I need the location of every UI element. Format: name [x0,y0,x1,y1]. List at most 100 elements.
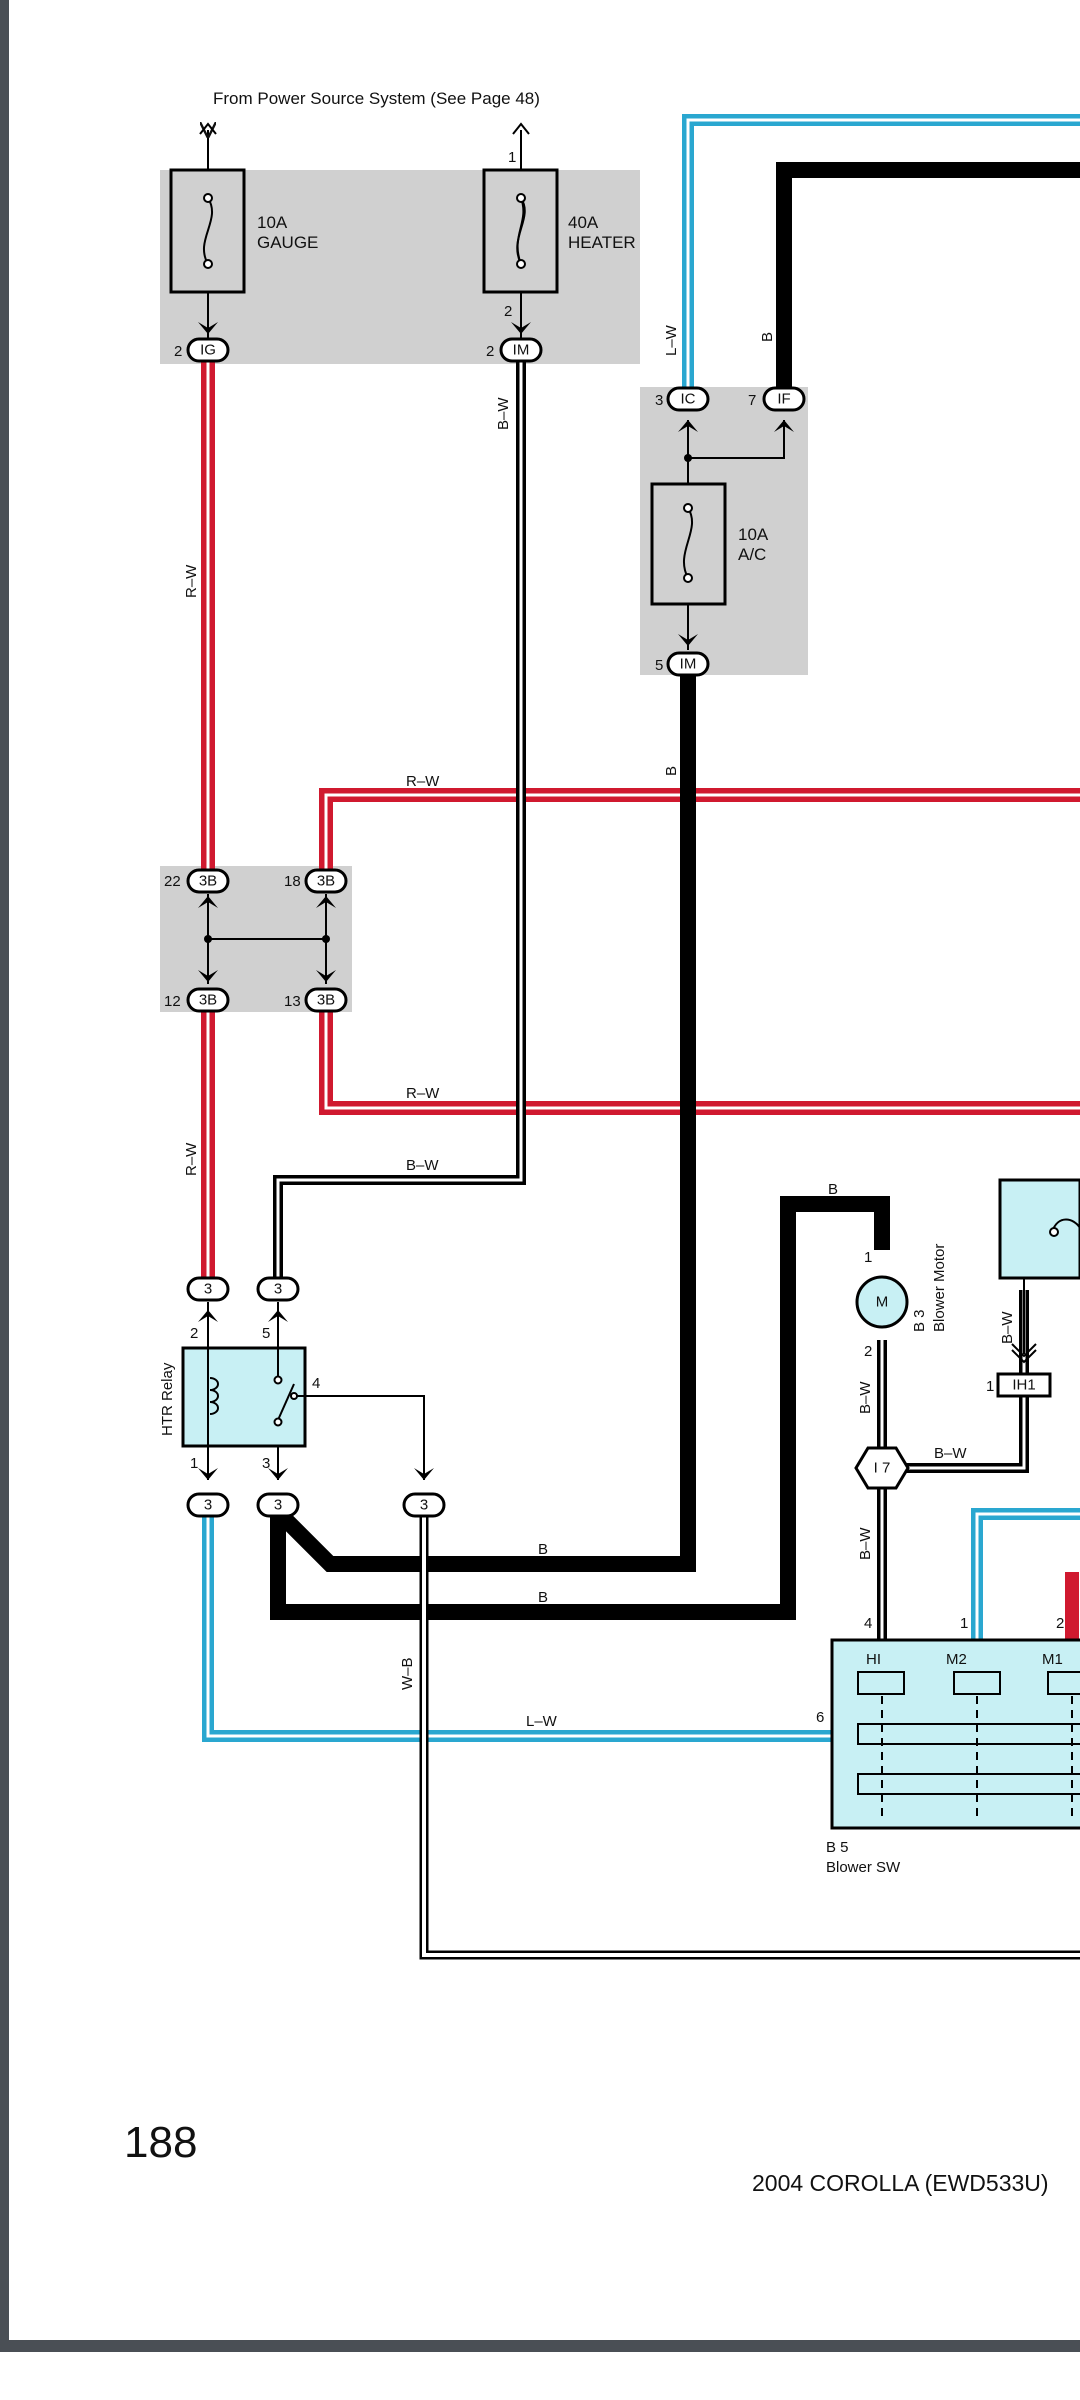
wire-label-lw-2: L–W [526,1713,558,1730]
blower-sw-pin-m2: 1 [960,1615,968,1632]
relay-pin-4: 4 [312,1375,320,1392]
page-left-border [0,0,9,2352]
wire-label-b-4: B [538,1541,548,1558]
blower-sw-pos-m2: M2 [946,1651,967,1668]
connector-ig-label: IG [200,342,216,359]
wire-b-ac [274,672,696,1572]
connector-ih1 [996,1178,1080,1398]
connector-if-pin: 7 [748,392,756,409]
fuse-heater [482,122,559,340]
fuse-ac-amp: 10A [738,525,769,544]
relay-conn-c: 3 [204,1497,212,1514]
junction-pin-22: 22 [164,873,181,890]
blower-motor-pin1: 1 [864,1249,872,1266]
connector-if-label: IF [777,391,790,408]
wire-rw-loop-top [319,788,1080,870]
connector-ic-label: IC [681,391,696,408]
connector-ih1-pin: 1 [986,1378,994,1395]
wire-label-wb: W–B [399,1657,416,1690]
wire-relay-pin4 [306,1395,425,1480]
relay-pin-2: 2 [190,1325,198,1342]
connector-im-ac-pin: 5 [655,657,663,674]
document-title: 2004 COROLLA (EWD533U) [752,2170,1049,2196]
junction-3b-label-a: 3B [199,873,217,890]
junction-pin-12: 12 [164,993,181,1010]
connector-ic [666,386,710,412]
relay-conn-d: 3 [274,1497,282,1514]
wire-label-b-3: B [828,1181,838,1198]
viewer-bottom-area [0,2352,1080,2400]
wire-lw-m2 [971,1508,1080,1640]
blower-motor-symbol: M [876,1294,889,1311]
fuse-heater-pin-top: 1 [508,149,516,166]
connector-ic-pin: 3 [655,392,663,409]
blower-sw-code: B 5 [826,1839,849,1856]
connector-im-heater-label: IM [513,342,530,359]
blower-motor-pin2: 2 [864,1343,872,1360]
junction-3b-label-c: 3B [199,992,217,1009]
fuse-heater-name: HEATER [568,233,636,252]
wire-label-rw-3: R–W [406,1085,440,1102]
blower-sw-name: Blower SW [826,1859,901,1876]
wire-lw-top [682,114,1080,398]
connector-ig-pin: 2 [174,343,182,360]
wire-label-bw-4: B–W [857,1527,874,1560]
wire-lw-bottom [202,1508,832,1742]
wire-rw-loop-bottom [319,1008,1080,1115]
blower-motor [855,1275,909,1329]
htr-relay [181,1276,446,1518]
fuse-gauge-name: GAUGE [257,233,318,252]
fuse-heater-amp: 40A [568,213,599,232]
connector-ig [186,337,230,363]
wiring-diagram: 10A GAUGE 40A HEATER 1 2 From Power Sour… [159,89,1080,1960]
wire-b-motor [270,1196,890,1620]
connector-if [762,386,806,412]
relay-pin-5: 5 [262,1325,270,1342]
fuse-gauge-amp: 10A [257,213,288,232]
blower-sw-pin-m1: 2 [1056,1615,1064,1632]
wire-label-bw-6: B–W [999,1311,1016,1344]
blower-sw-pin-lo: 6 [816,1709,824,1726]
junction-i7 [854,1446,910,1490]
wire-label-b-2: B [663,766,680,776]
blower-sw-pos-m1: M1 [1042,1651,1063,1668]
connector-im-heater [499,337,543,363]
wire-label-b-5: B [538,1589,548,1606]
blower-switch [830,1638,1080,1830]
wire-label-bw-3: B–W [857,1381,874,1414]
blower-motor-name: Blower Motor [931,1244,948,1332]
relay-conn-b: 3 [274,1281,282,1298]
wire-b-top [776,162,1080,398]
junction-pin-18: 18 [284,873,301,890]
wire-label-rw-2: R–W [406,773,440,790]
junction-3b [186,868,348,1013]
wire-bw-heater [273,360,526,1280]
junction-3b-label-d: 3B [317,992,335,1009]
connector-im-heater-pin: 2 [486,343,494,360]
relay-name: HTR Relay [159,1362,176,1436]
blower-motor-code: B 3 [911,1309,928,1332]
junction-3b-label-b: 3B [317,873,335,890]
relay-pin-1: 1 [190,1455,198,1472]
wire-label-b-1: B [759,332,776,342]
relay-conn-e: 3 [420,1497,428,1514]
relay-pin-3: 3 [262,1455,270,1472]
fuse-gauge [169,124,246,340]
connector-im-ac [666,651,710,677]
connector-ih1-label: IH1 [1012,1377,1035,1394]
fuse-heater-pin-bottom: 2 [504,303,512,320]
blower-sw-pin-hi: 4 [864,1615,872,1632]
wire-label-bw-1: B–W [495,397,512,430]
wire-wb [419,1508,1080,1960]
source-note: From Power Source System (See Page 48) [213,89,540,108]
relay-conn-a: 3 [204,1281,212,1298]
wire-label-bw-2: B–W [406,1157,439,1174]
wire-label-lw-1: L–W [663,324,680,356]
fuse-ac-name: A/C [738,545,766,564]
wire-label-rw-4: R–W [183,1142,200,1176]
wire-label-rw-1: R–W [183,564,200,598]
page-bottom-border [0,2340,1080,2352]
page-number: 188 [124,2118,198,2167]
blower-sw-pos-hi: HI [866,1651,881,1668]
fuse-ac [650,420,794,650]
